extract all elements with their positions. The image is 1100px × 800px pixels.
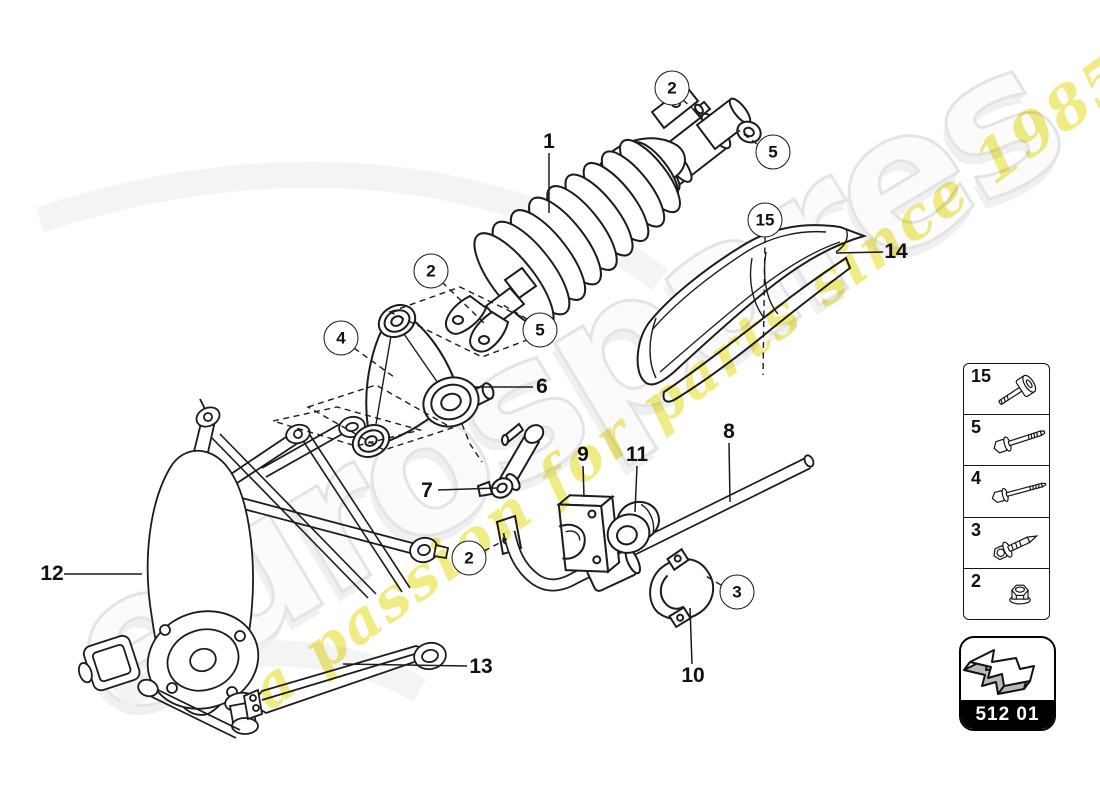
fastener-number: 2 <box>971 570 982 591</box>
callout-14[interactable]: 14 <box>884 240 908 263</box>
hex-bolt-long-icon <box>991 483 1047 504</box>
fastener-number: 5 <box>971 417 982 438</box>
callout-1[interactable]: 1 <box>543 130 555 153</box>
cap-screw-icon <box>998 374 1037 405</box>
callout-15[interactable]: 15 <box>747 202 783 238</box>
fasteners-panel: 15 5 4 3 2 <box>963 363 1050 620</box>
fastener-row-3[interactable]: 3 <box>964 516 1049 568</box>
callout-3[interactable]: 3 <box>719 574 755 610</box>
knuckle-assembly <box>77 398 450 739</box>
shock-absorber <box>444 84 762 353</box>
callout-2[interactable]: 2 <box>654 70 690 106</box>
fastener-number: 4 <box>971 468 982 489</box>
callout-10[interactable]: 10 <box>681 664 705 687</box>
callout-2[interactable]: 2 <box>413 253 449 289</box>
callout-2[interactable]: 2 <box>451 540 487 576</box>
shock-bracket <box>351 304 495 458</box>
diagram-code: 512 01 <box>961 700 1054 729</box>
fastener-number: 3 <box>971 519 982 540</box>
fastener-row-5[interactable]: 5 <box>964 414 1049 465</box>
assembly-guides <box>270 99 766 586</box>
callout-4[interactable]: 4 <box>323 320 359 356</box>
callout-7[interactable]: 7 <box>421 479 433 502</box>
heat-shield <box>636 224 868 403</box>
callout-12[interactable]: 12 <box>40 562 64 585</box>
callout-13[interactable]: 13 <box>469 655 493 678</box>
anti-roll-bar <box>495 454 815 592</box>
fastener-row-4[interactable]: 4 <box>964 465 1049 516</box>
flange-nut-icon <box>1009 584 1031 605</box>
stabilizer-link <box>476 422 545 499</box>
fastener-number: 15 <box>971 366 992 386</box>
stud-bolt-icon <box>993 534 1039 560</box>
callout-8[interactable]: 8 <box>723 420 735 443</box>
fastener-row-15[interactable]: 15 <box>964 364 1049 414</box>
callout-11[interactable]: 11 <box>625 443 649 466</box>
callout-5[interactable]: 5 <box>522 312 558 348</box>
hex-bolt-icon <box>993 430 1046 454</box>
fastener-row-2[interactable]: 2 <box>964 567 1049 619</box>
bar-bushing <box>606 500 660 554</box>
callout-9[interactable]: 9 <box>577 443 589 466</box>
callout-5[interactable]: 5 <box>755 134 791 170</box>
leader-lines <box>64 153 884 667</box>
callout-6[interactable]: 6 <box>536 375 548 398</box>
diagram-nav-box[interactable]: 512 01 <box>959 636 1056 731</box>
back-arrow-icon <box>963 649 1035 695</box>
